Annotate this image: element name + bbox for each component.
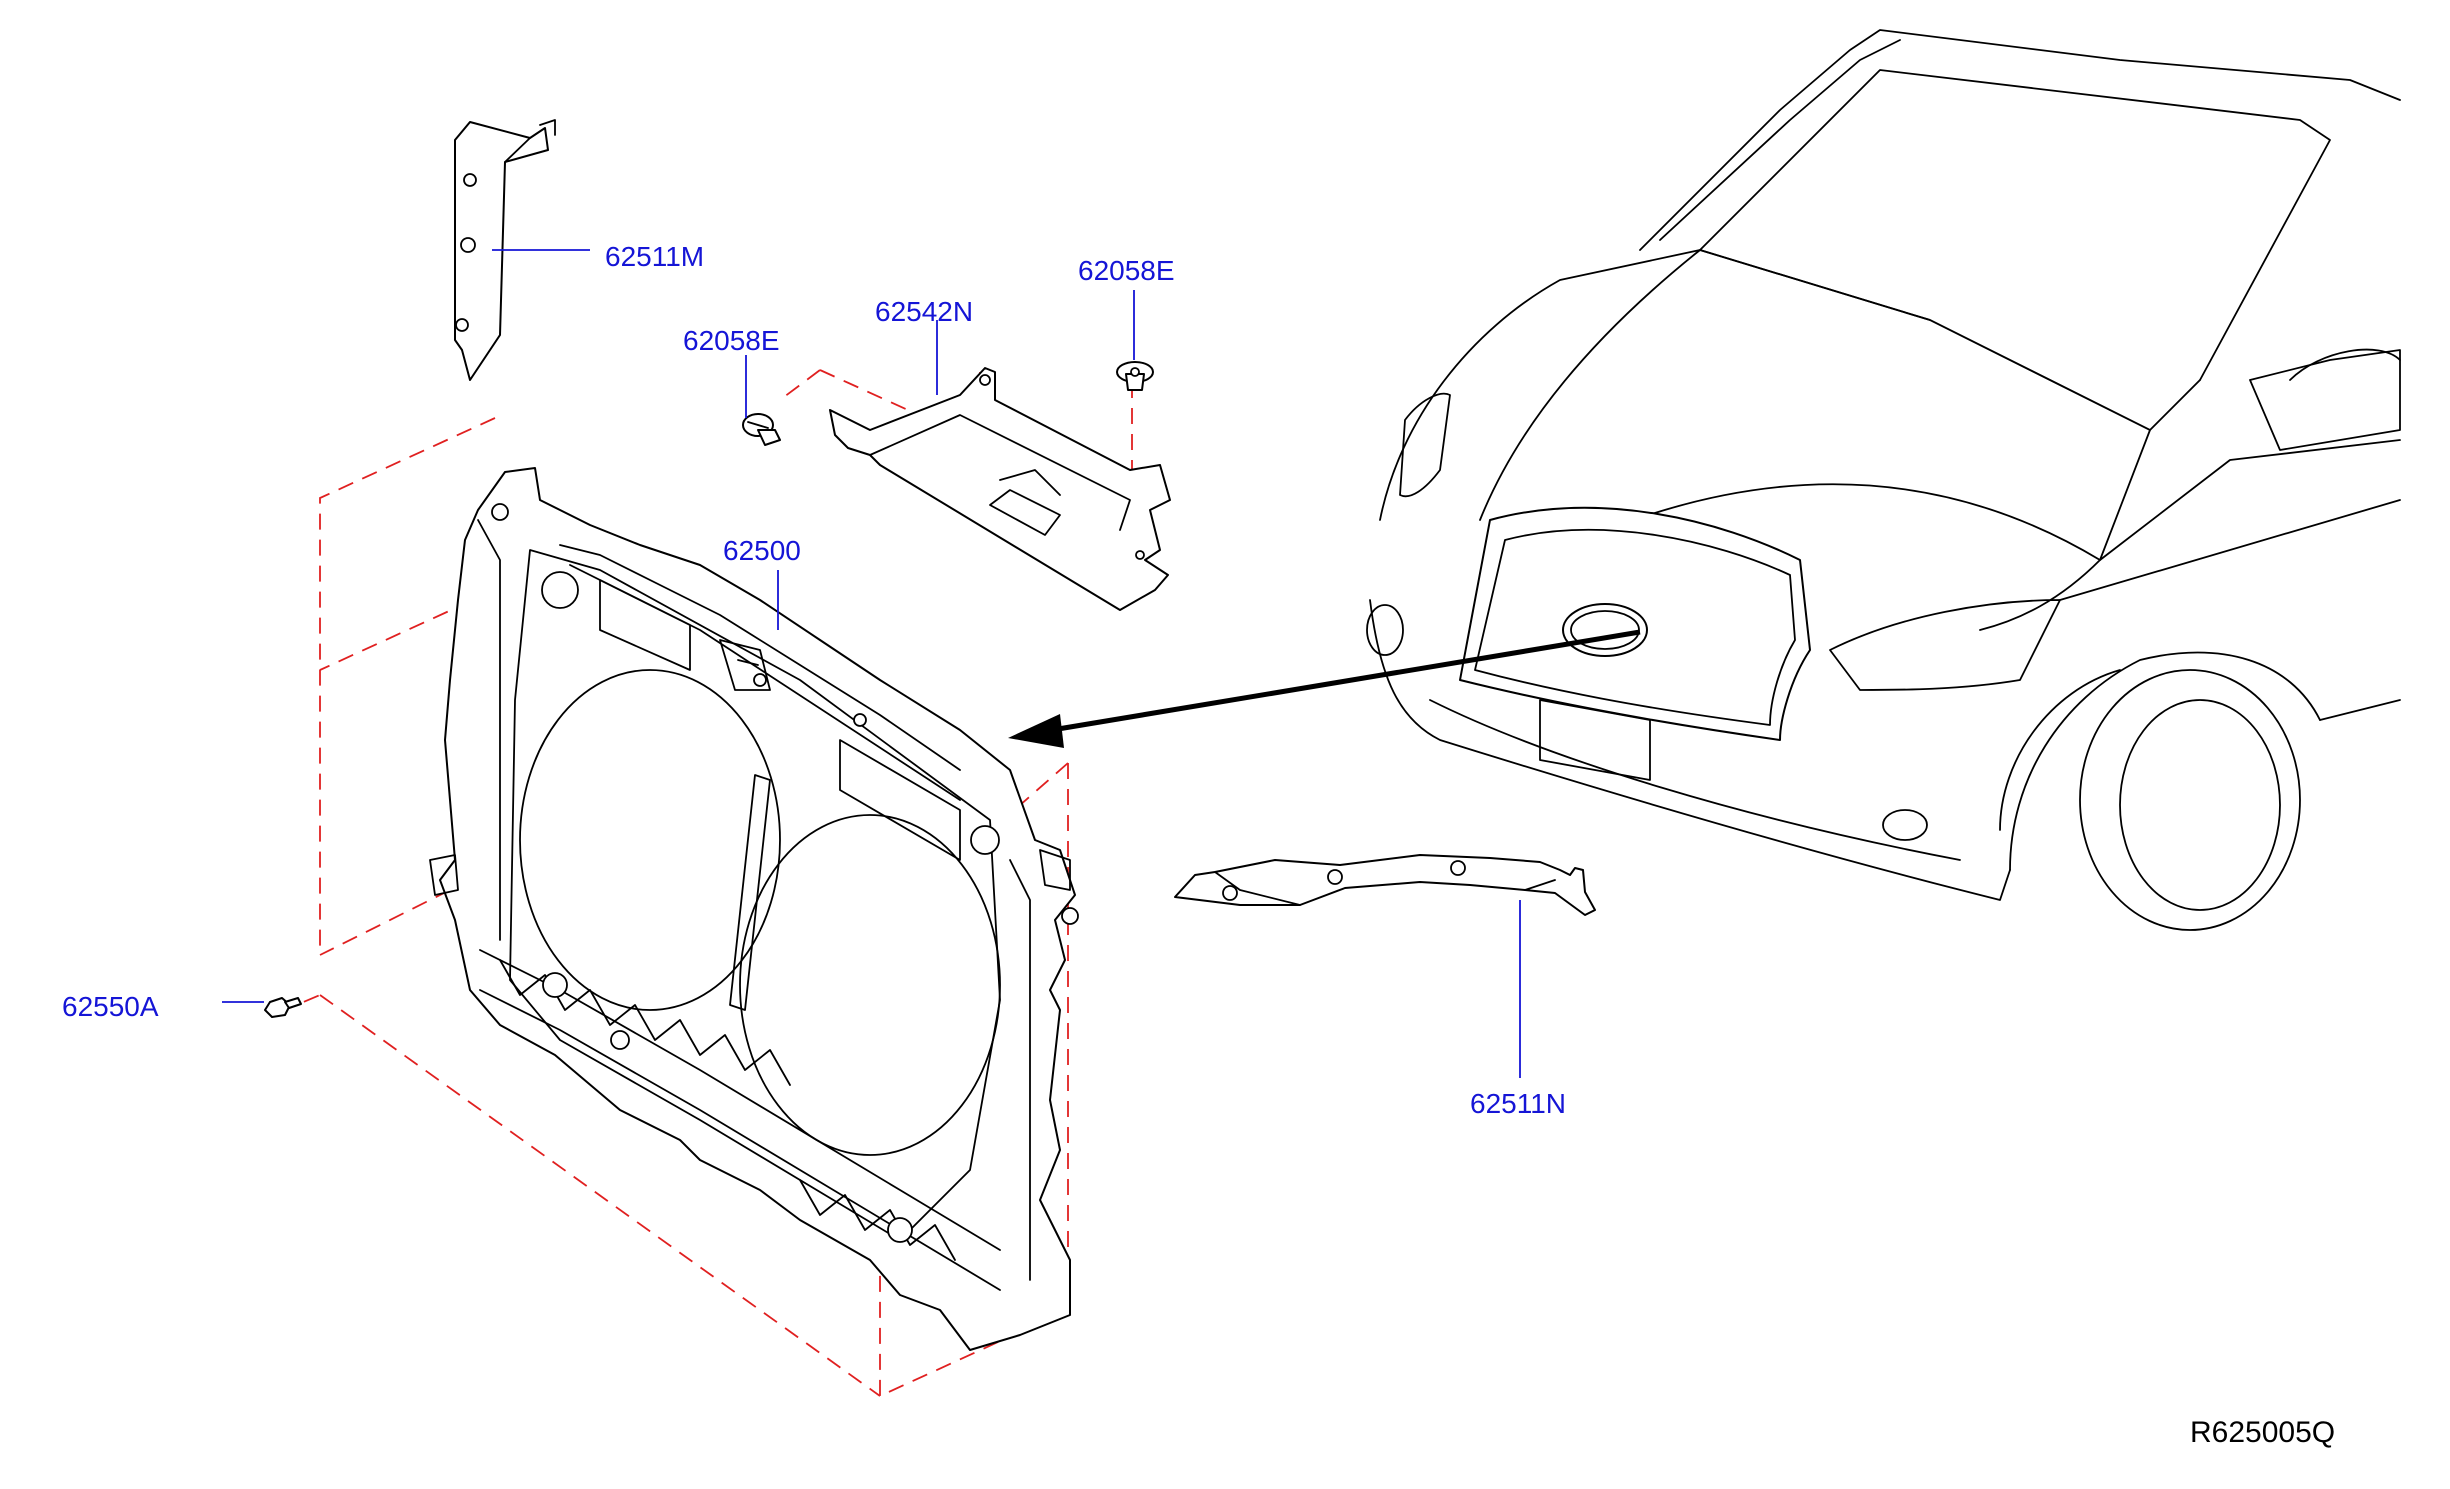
label-62511M: 62511M xyxy=(605,241,705,272)
part-62550A-bolt xyxy=(264,997,302,1018)
label-62542N: 62542N xyxy=(875,296,974,327)
vehicle-illustration xyxy=(1366,29,2401,931)
part-62500-radiator-core-support xyxy=(429,467,1079,1351)
label-62058E-left: 62058E xyxy=(683,325,780,356)
part-62511N-bracket xyxy=(1174,854,1596,916)
part-62511M-bracket xyxy=(454,119,556,381)
part-62058E-clip-left xyxy=(742,413,781,446)
diagram-code: R625005Q xyxy=(2190,1416,2336,1449)
label-62058E-right: 62058E xyxy=(1078,255,1175,286)
part-62058E-clip-right xyxy=(1116,361,1154,391)
label-62511N: 62511N xyxy=(1470,1088,1567,1119)
label-62500: 62500 xyxy=(723,535,801,566)
leader-lines xyxy=(222,249,1521,1078)
location-arrow xyxy=(1008,629,1641,748)
part-62542N-cover xyxy=(829,367,1171,611)
label-62550A: 62550A xyxy=(62,991,159,1022)
